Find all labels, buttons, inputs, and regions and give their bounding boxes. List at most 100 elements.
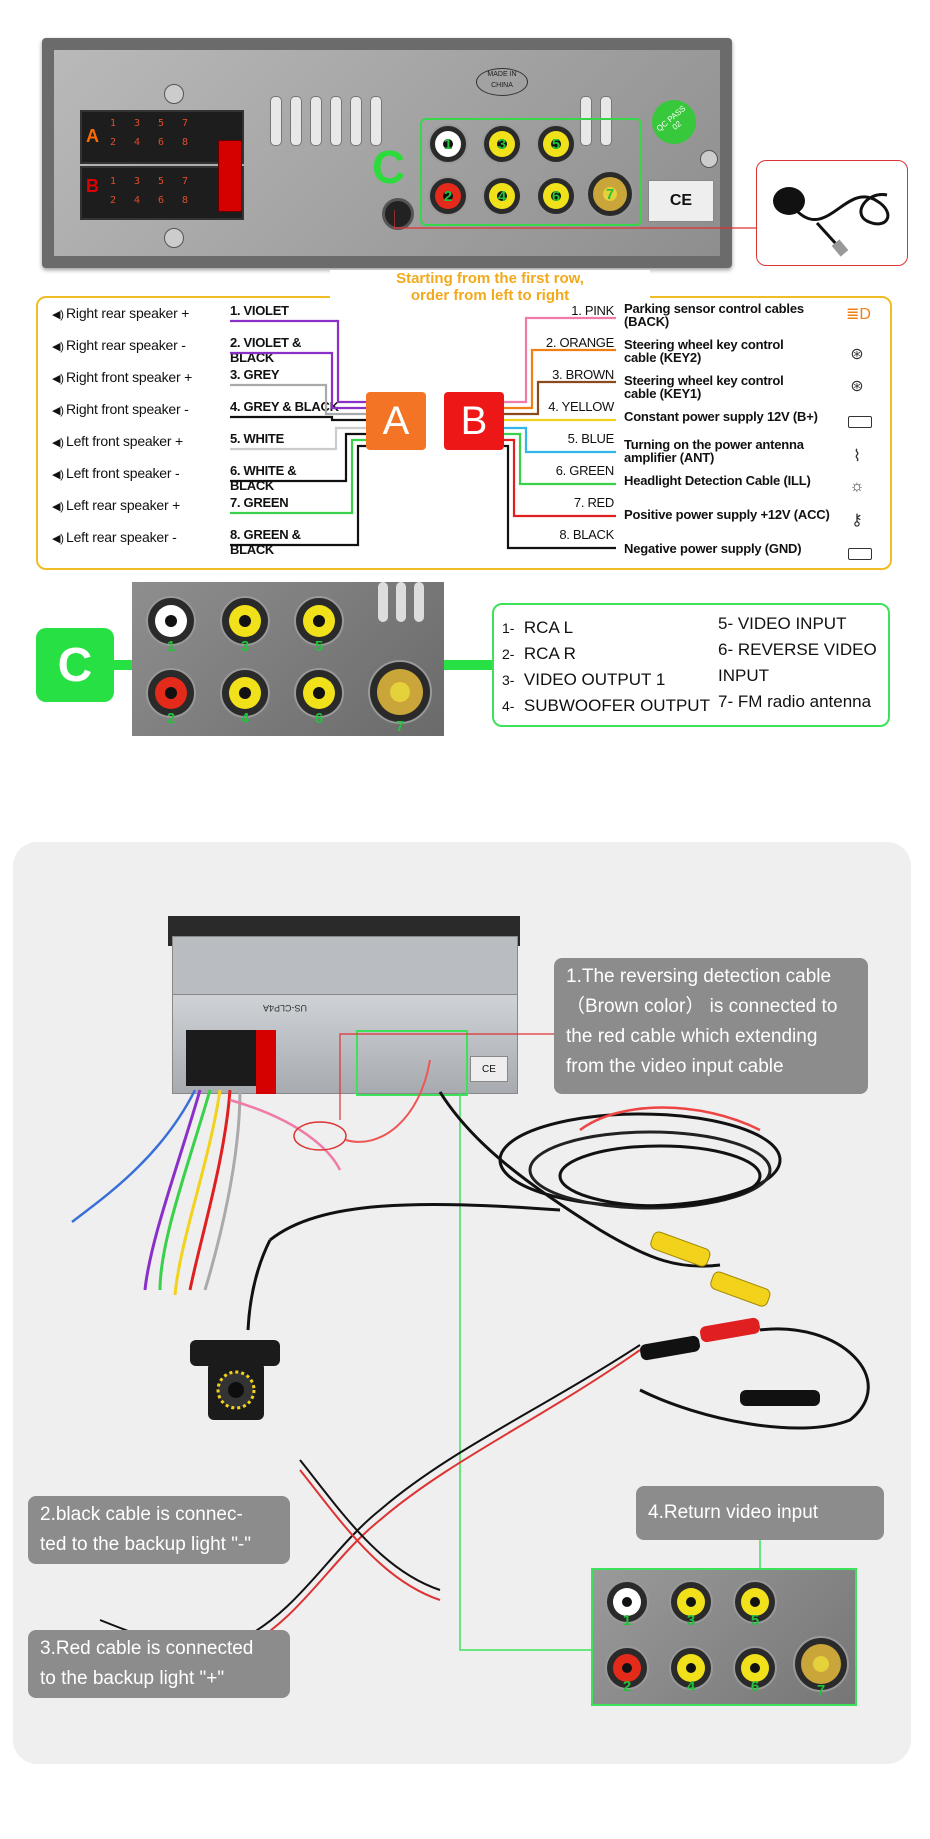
reverse-detect-wire [345,1059,431,1143]
function-row: Positive power supply +12V (ACC) [624,496,864,528]
rca-group [420,118,642,226]
callout-return-video: 4.Return video input [636,1486,884,1540]
rca-number: 3 [686,1612,696,1629]
legend-item: 1- RCA L [502,615,722,641]
backup-camera-icon [190,1340,280,1420]
legend-item: 3- VIDEO OUTPUT 1 [502,667,722,693]
wire-white [230,426,366,451]
c-label: C [372,141,406,193]
antenna-icon: ⌇ [853,448,861,465]
rca-legend: 1- RCA L 2- RCA R 3- VIDEO OUTPUT 1 4- S… [492,603,890,727]
rca-number: 2 [166,710,176,727]
fuse [256,1030,276,1094]
wire-label: 1. PINK [571,303,614,318]
wire-label: 7. GREEN [230,495,289,510]
rca-socket-1: 1 [146,596,196,655]
wire-lines [230,316,616,550]
rca-number: 6 [750,1678,760,1695]
legend-item: 6- REVERSE VIDEO [718,640,877,659]
speaker-row: ◀)Left front speaker - [52,465,222,497]
rca-number: 1 [166,638,176,655]
speaker-icon: ◀) [52,405,64,417]
callout-reverse-detection: 1.The reversing detection cable （Brown c… [554,958,868,1094]
rca-number: 2 [443,187,453,205]
legend-item: 4- SUBWOOFER OUTPUT [502,693,722,719]
fuse [218,140,242,212]
battery-icon [848,416,872,428]
screw-icon [164,84,184,104]
rca-socket-4: 4 [482,176,522,216]
rca-socket-4: 4 [669,1646,713,1695]
ce-label: CE [470,1056,508,1082]
legend-number: 3- [502,672,515,688]
function-row: Constant power supply 12V (B+) [624,400,864,432]
legend-text: VIDEO OUTPUT 1 [523,670,666,689]
wire-red [504,438,616,518]
power-cable [639,1327,870,1430]
vent-slot [350,96,362,146]
wire-green [230,438,366,515]
rca-number: 7 [816,1682,826,1699]
wire-label: 2. ORANGE [545,335,614,350]
rca-number: 2 [622,1678,632,1695]
cable-red [579,1106,761,1132]
callout-line: to the backup light "+" [40,1668,225,1689]
rca-number: 6 [551,187,561,205]
function-desc: Steering wheel key control [624,373,784,388]
rca-number: 1 [622,1612,632,1629]
function-row: Parking sensor control cables(BACK) [624,302,864,334]
steering-wheel-icon: ⊛ [850,378,864,395]
legend-number: 4- [502,698,515,714]
speaker-label: Right rear speaker - [66,337,186,353]
headlight-icon: ≣D [846,306,871,323]
mic-connector-line [394,210,756,229]
function-desc: Negative power supply (GND) [624,541,802,556]
pin-number: 4 [134,137,141,148]
speaker-row: ◀)Right rear speaker + [52,305,222,337]
function-desc: Turning on the power antenna [624,437,804,452]
heading-line: order from left to right [410,287,570,304]
legend-text: RCA R [523,644,576,663]
wire-column-b: 1. PINK 2. ORANGE 3. BROWN 4. YELLOW 5. … [500,303,614,559]
wire-label: 1. VIOLET [230,303,289,318]
iso-connector-b [80,166,244,220]
pin-number: 6 [158,195,165,206]
speaker-row: ◀)Left front speaker + [52,433,222,465]
callout-line: ted to the backup light "-" [40,1534,252,1555]
wire-label: 4. YELLOW [548,399,614,414]
speaker-label: Right front speaker - [66,401,189,417]
callout-black-cable: 2.black cable is connec- ted to the back… [28,1496,290,1564]
pin-number: 1 [110,118,117,129]
vent-slot [270,96,282,146]
sun-icon: ☼ [849,478,865,495]
rca-number: 7 [395,718,405,735]
rca-number: 5 [314,638,324,655]
rca-socket-3: 3 [220,596,270,655]
antenna-socket-7: 7 [586,170,634,218]
speaker-row: ◀)Right front speaker - [52,401,222,433]
speaker-row: ◀)Left rear speaker + [52,497,222,529]
pin-number: 4 [134,195,141,206]
pin-number: 3 [134,176,141,187]
made-in-label: MADE IN CHINA [476,68,528,96]
harness-wire [188,1089,232,1291]
connector-b-badge: B [444,392,504,450]
cable-coil [528,1130,772,1210]
speaker-row: ◀)Right front speaker + [52,369,222,401]
wire-white-black [230,432,366,483]
function-desc: Parking sensor control cables [624,301,804,316]
legend-number: 2- [502,646,515,662]
rca-number: 4 [686,1678,696,1695]
legend-item: 5- VIDEO INPUT [718,614,847,633]
iso-connector-a [80,110,244,164]
iso-a-label: A [86,126,99,146]
microphone-icon [773,187,890,257]
rca-number: 5 [750,1612,760,1629]
legend-connector-bar [444,660,492,670]
mic-jack [382,198,414,230]
speaker-icon: ◀) [52,501,64,513]
video-cable [438,1091,721,1268]
